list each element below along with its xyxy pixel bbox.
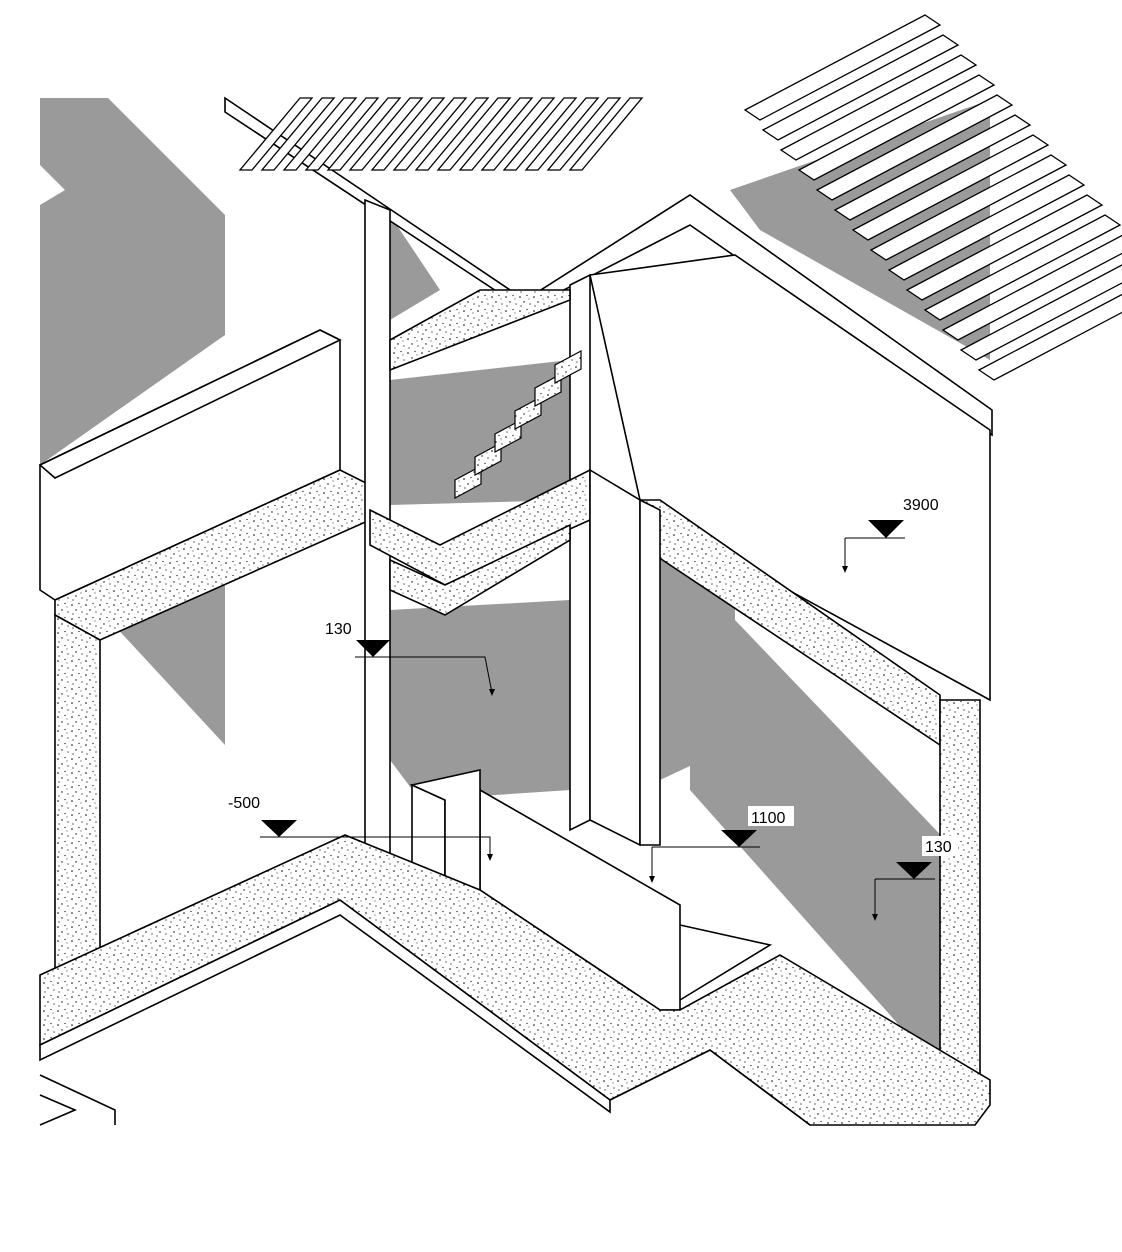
elev-minus-500-triangle <box>261 820 297 837</box>
rafter-left <box>458 97 534 171</box>
elevation-markers: 3900 130 -500 1100 130 <box>228 497 958 921</box>
elev-minus-500-marker: -500 <box>228 795 493 861</box>
rafter-left <box>414 97 490 171</box>
rafter-left <box>260 97 336 171</box>
shadow-left-wall <box>40 98 225 465</box>
roof-rafters <box>224 14 1122 437</box>
elev-130-lower-triangle <box>896 862 932 879</box>
rafter-right <box>797 74 996 181</box>
roof-ridge-beam <box>224 96 993 437</box>
shadow-diagonal-right <box>690 590 955 1060</box>
rafter-right <box>959 264 1122 361</box>
rafter-right <box>905 194 1104 301</box>
rafter-left <box>502 97 578 171</box>
elev-130-upper-marker: 130 <box>325 621 495 696</box>
rafter-array <box>238 14 1122 381</box>
ground-slab-edge <box>39 899 611 1114</box>
elev-130-upper-triangle <box>356 640 390 657</box>
rafter-left <box>436 97 512 171</box>
rafter-right <box>833 114 1032 221</box>
rafter-left <box>304 97 380 171</box>
shadow-mid-core <box>390 600 570 800</box>
rafter-left <box>524 97 600 171</box>
rafter-left <box>568 97 644 171</box>
rafter-right <box>815 94 1014 201</box>
elev-1100-marker: 1100 <box>649 806 794 883</box>
rafter-right <box>977 293 1122 381</box>
elev-3900-marker: 3900 <box>842 497 939 573</box>
foundation-corner <box>39 1074 116 1125</box>
stair-core-upper-slab <box>389 289 571 372</box>
ground-slab <box>39 834 991 1126</box>
rafter-left <box>348 97 424 171</box>
elev-130-upper-label: 130 <box>325 621 352 638</box>
elev-1100-triangle <box>721 830 757 847</box>
rafter-right <box>923 214 1122 321</box>
rafter-left <box>326 97 402 171</box>
shadow-upper-void <box>390 215 440 320</box>
rafter-left <box>238 97 314 171</box>
elev-130-lower-marker: 130 <box>872 836 958 921</box>
rafter-right <box>743 14 942 121</box>
rafter-left <box>546 97 622 171</box>
shadow-stair-core <box>390 360 570 505</box>
rafter-right <box>851 134 1050 241</box>
stair-well-opening <box>679 924 773 1001</box>
elev-1100-label: 1100 <box>751 810 786 827</box>
shadow-stair-block <box>660 560 735 780</box>
foundation-corner-inner <box>39 1094 78 1126</box>
rafter-left <box>392 97 468 171</box>
elev-3900-label: 3900 <box>903 497 939 514</box>
upper-left-parapet-top <box>38 329 342 479</box>
left-column <box>54 613 101 977</box>
rafter-right <box>887 174 1086 281</box>
stair-steps <box>454 349 582 500</box>
stair-step <box>554 349 582 385</box>
elev-130-lower-label: 130 <box>925 839 952 856</box>
rafter-right <box>761 34 960 141</box>
elev-minus-500-label: -500 <box>228 795 260 812</box>
rafter-right <box>869 154 1068 261</box>
rafter-right <box>779 54 978 161</box>
ground-slab-step-line <box>609 1049 811 1126</box>
rafter-left <box>282 97 358 171</box>
central-column <box>589 468 641 847</box>
rafter-left <box>480 97 556 171</box>
central-column-side <box>639 498 661 846</box>
elev-130-lower-label-bg <box>922 836 958 856</box>
elev-1100-label-bg <box>748 806 794 826</box>
rafter-left <box>370 97 446 171</box>
right-column <box>939 699 981 1082</box>
rafter-right <box>941 234 1122 341</box>
stair-landing-under <box>389 523 571 616</box>
elev-3900-triangle <box>868 520 904 538</box>
